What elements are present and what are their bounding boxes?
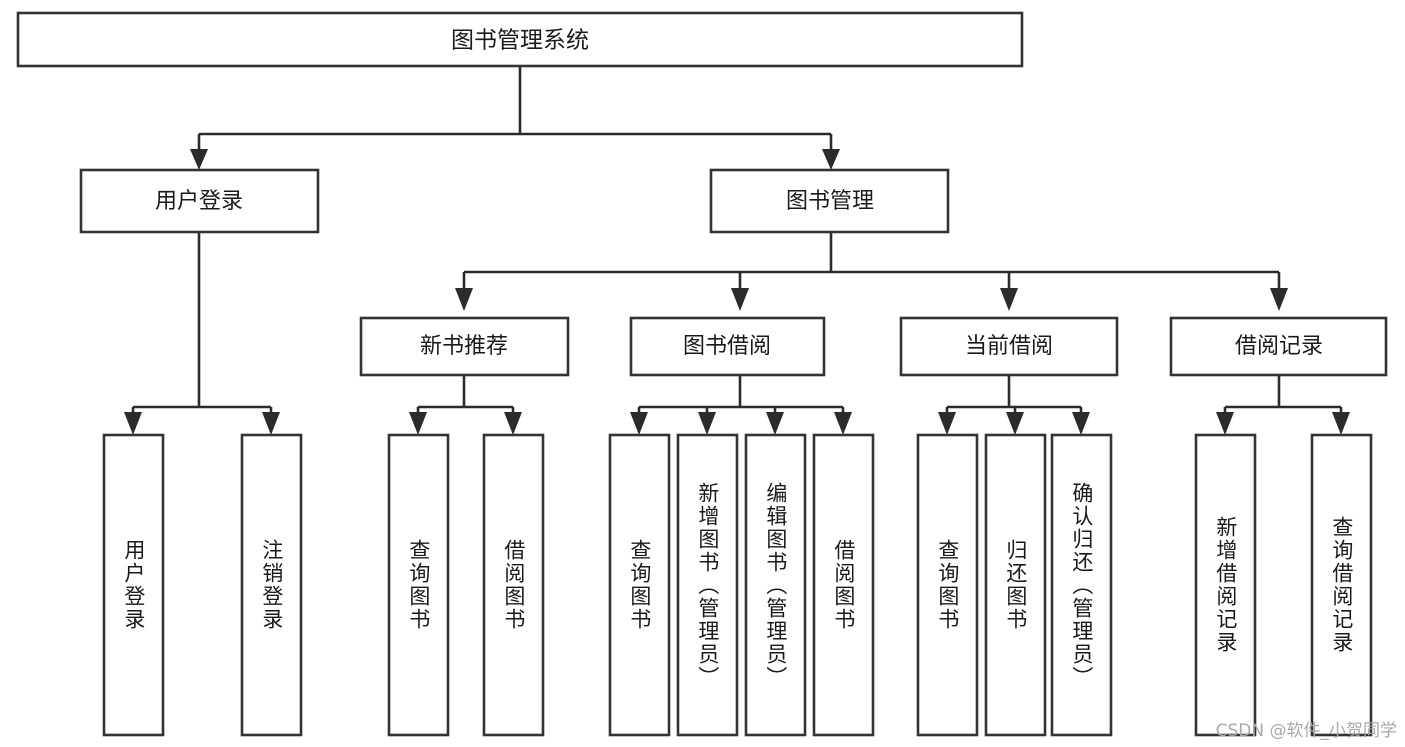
leaf-box-bb-query-book[interactable] [608,433,671,737]
connector-user-login-to-leaves [124,233,280,435]
arrow-head-nb-query [409,412,427,435]
node-book-borrow-label: 图书借阅 [683,334,771,359]
node-book-borrow-box [629,316,826,377]
node-book-borrow[interactable]: 图书借阅 [629,316,826,377]
arrow-head-cb-return [1006,412,1024,435]
node-root-system[interactable]: 图书管理系统 [16,11,1024,68]
node-new-book-recommend-label: 新书推荐 [420,334,508,359]
leaf-box-cb-return-book[interactable] [984,433,1047,737]
node-book-management[interactable]: 图书管理 [709,168,950,234]
connector-book-borrow-to-leaves [630,376,852,435]
node-current-borrow-label: 当前借阅 [965,334,1053,359]
leaf-box-bb-add-book[interactable] [676,433,739,737]
connector-book-mgmt-to-level3 [455,233,1288,311]
node-borrow-record[interactable]: 借阅记录 [1169,316,1388,377]
leaf-box-bb-borrow-book[interactable] [812,433,875,737]
arrow-head-bb-edit [766,412,784,435]
node-borrow-record-label: 借阅记录 [1235,334,1323,359]
node-user-login-box [79,168,320,234]
arrow-head-br-query [1332,412,1350,435]
leaf-box-nb-borrow-book[interactable] [482,433,545,737]
leaf-box-nb-query-book[interactable] [387,433,450,737]
node-borrow-record-box [1169,316,1388,377]
node-root-system-label: 图书管理系统 [451,28,589,54]
connector-root-to-level2 [190,66,840,170]
node-current-borrow-box [899,316,1119,377]
arrow-head-user-login [190,149,208,170]
connector-current-borrow-to-leaves [938,376,1090,435]
leaf-box-user-login[interactable] [102,433,165,737]
arrow-head-new-book [455,288,473,311]
node-user-login[interactable]: 用户登录 [79,168,320,234]
node-user-login-label: 用户登录 [155,189,243,214]
arrow-head-book-mgmt [822,149,840,170]
arrow-head-leaf-user-login [124,412,142,435]
node-book-management-box [709,168,950,234]
leaf-box-bb-edit-book[interactable] [744,433,807,737]
arrow-head-cb-confirm [1072,412,1090,435]
arrow-head-current-borrow [1000,288,1018,311]
connector-new-book-to-leaves [409,376,522,435]
arrow-head-bb-add [698,412,716,435]
node-root-system-box [16,11,1024,68]
node-current-borrow[interactable]: 当前借阅 [899,316,1119,377]
node-new-book-recommend[interactable]: 新书推荐 [359,316,570,377]
arrow-head-bb-query [630,412,648,435]
arrow-head-bb-borrow [834,412,852,435]
arrow-head-borrow-record [1270,288,1288,311]
arrow-head-br-add [1216,412,1234,435]
leaf-box-cb-query-book[interactable] [916,433,979,737]
leaf-box-logout[interactable] [240,433,303,737]
leaf-box-cb-confirm-return[interactable] [1050,433,1113,737]
leaf-boxes-group [102,433,1373,737]
leaf-box-br-add-record[interactable] [1194,433,1257,737]
arrow-head-leaf-logout [262,412,280,435]
leaf-box-br-query-record[interactable] [1310,433,1373,737]
node-book-management-label: 图书管理 [786,189,874,214]
arrow-head-cb-query [938,412,956,435]
arrow-head-nb-borrow [504,412,522,435]
connector-borrow-record-to-leaves [1216,376,1350,435]
node-new-book-recommend-box [359,316,570,377]
arrow-head-book-borrow [731,288,749,311]
csdn-watermark: CSDN @软件_小贺同学 [1215,721,1397,741]
